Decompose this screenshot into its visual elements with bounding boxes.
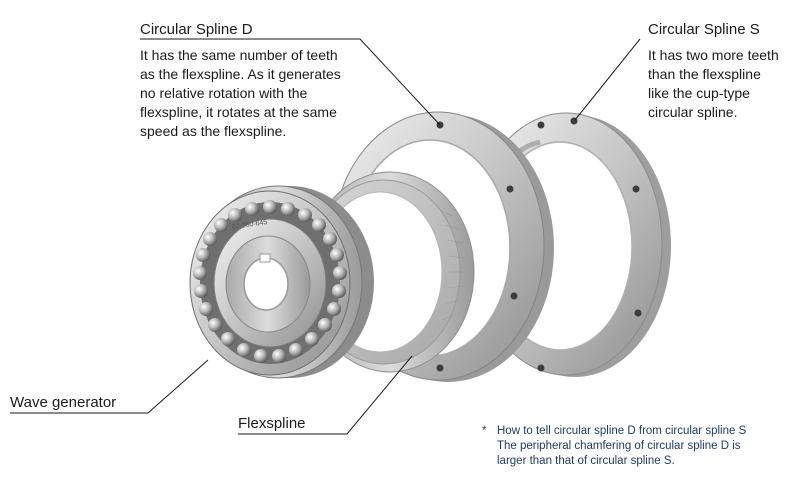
- circular-spline-d-title: Circular Spline D: [140, 21, 253, 38]
- leader-line-wave-generator: [10, 359, 209, 414]
- footnote-marker: *: [482, 425, 487, 437]
- circular-spline-d-description: It has the same number of teeth as the f…: [140, 47, 341, 139]
- leader-line-circular-spline-s: [574, 38, 641, 121]
- wave-generator-label: Wave generator: [10, 394, 117, 411]
- part-marking: 02-260-645: [231, 219, 268, 231]
- leader-line-flexspline: [238, 355, 413, 435]
- wave-generator-assembly: 02-260-645: [189, 185, 374, 379]
- circular-spline-s-title: Circular Spline S: [648, 21, 760, 38]
- footnote-text: How to tell circular spline D from circu…: [497, 425, 747, 467]
- bearing-balls: [193, 200, 347, 363]
- flexspline-label: Flexspline: [238, 415, 306, 432]
- leader-line-circular-spline-d: [140, 38, 441, 126]
- circular-spline-s-description: It has two more teeth than the flexsplin…: [648, 47, 779, 120]
- leader-lines: [10, 38, 641, 435]
